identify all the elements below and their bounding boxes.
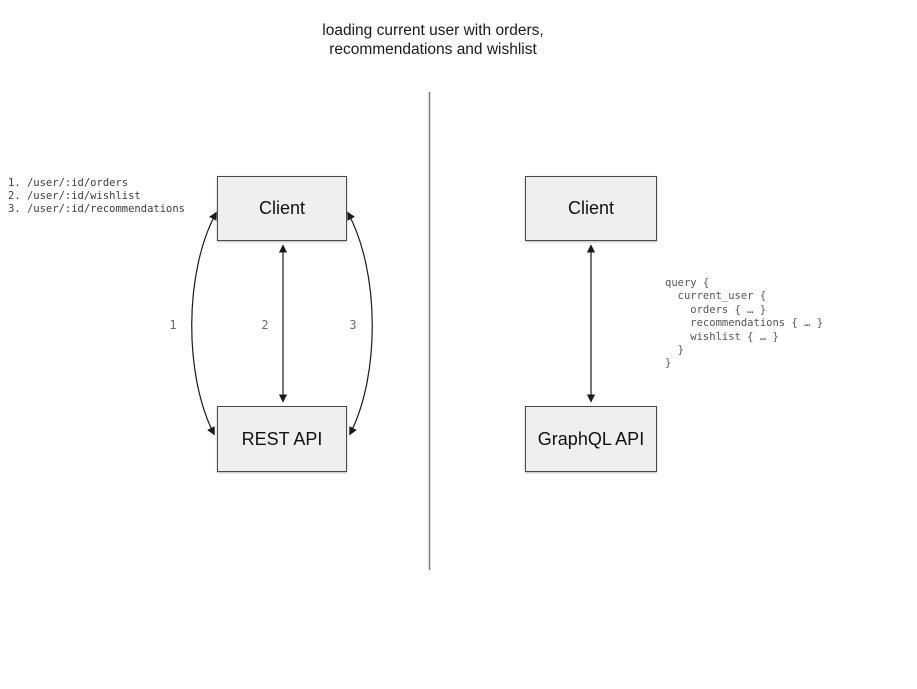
rest-arrow-3-label: 3 [349, 318, 357, 332]
rest-api-box: REST API [217, 406, 347, 472]
graphql-query-code: query { current_user { orders { … } reco… [665, 277, 824, 370]
diagram-title: loading current user with orders, recomm… [322, 22, 544, 58]
rest-client-box: Client [217, 176, 347, 241]
rest-api-label: REST API [241, 428, 323, 449]
rest-client-label: Client [258, 198, 306, 218]
rest-arrow-1-curve [191, 211, 217, 436]
rest-arrow-1-label: 1 [169, 318, 177, 332]
graphql-client-label: Client [567, 198, 615, 218]
graphql-api-box: GraphQL API [525, 406, 657, 472]
rest-arrow-3-curve [347, 211, 373, 436]
graphql-client-box: Client [525, 176, 657, 241]
rest-endpoints-list: 1. /user/:id/orders 2. /user/:id/wishlis… [8, 177, 186, 215]
graphql-api-label: GraphQL API [537, 428, 645, 449]
rest-arrow-2-label: 2 [261, 318, 269, 332]
